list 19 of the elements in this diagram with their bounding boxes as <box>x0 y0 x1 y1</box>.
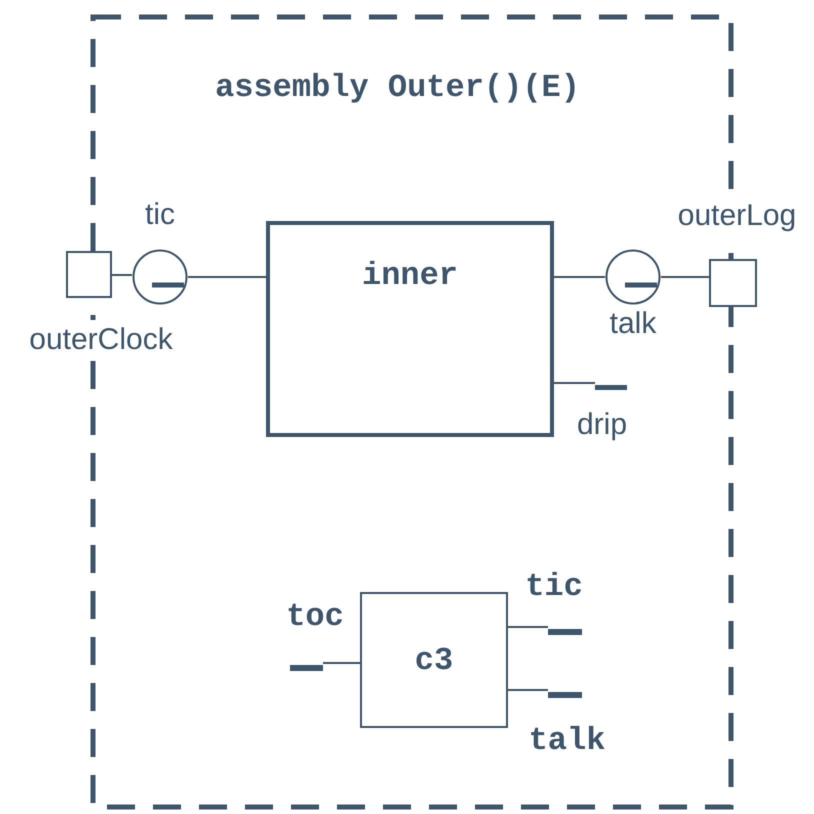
port-label: talk <box>528 720 606 760</box>
port-label: tic <box>144 197 176 233</box>
component-box <box>360 592 508 728</box>
port-label: talk <box>608 306 658 342</box>
connector-line <box>508 626 548 628</box>
port-label: toc <box>285 596 345 636</box>
connector-line <box>554 276 605 278</box>
component-name: inner <box>360 256 459 296</box>
connector-line <box>554 382 595 384</box>
connector-line <box>188 276 266 278</box>
connector-line <box>323 662 360 664</box>
connector-line <box>661 276 709 278</box>
component-box <box>266 221 554 437</box>
component-name: c3 <box>414 640 454 680</box>
port-label: drip <box>576 407 628 443</box>
assembly-title: assembly Outer()(E) <box>214 68 581 108</box>
connector-line <box>112 274 132 276</box>
connector-line <box>508 689 548 691</box>
port-label: tic <box>524 566 584 606</box>
